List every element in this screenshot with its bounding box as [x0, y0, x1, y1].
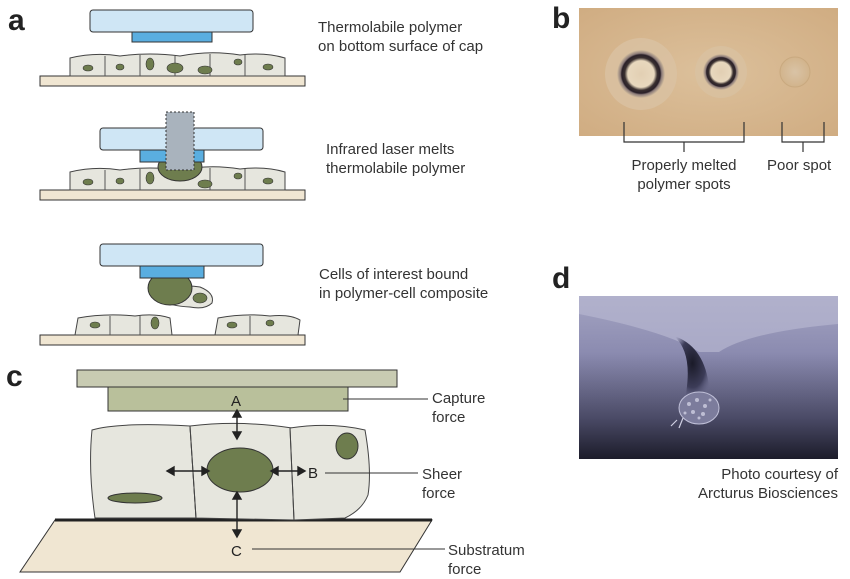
right-nucleus	[335, 432, 359, 460]
step2-caption: Infrared laser melts thermolabile polyme…	[326, 140, 465, 178]
nucleus	[233, 58, 243, 66]
bracket-poor	[781, 122, 825, 143]
panel-b-brackets	[623, 122, 825, 152]
step2-assembly	[39, 111, 306, 201]
step1-caption: Thermolabile polymer on bottom surface o…	[318, 18, 483, 56]
good-spot-2	[703, 54, 739, 90]
central-nucleus	[206, 447, 274, 493]
left-nucleus	[107, 492, 163, 504]
nucleus	[145, 57, 155, 71]
point-a-label: A	[231, 393, 241, 410]
substratum-force-line1: Substratum	[448, 542, 525, 559]
substratum-force-line2: force	[448, 561, 482, 578]
capture-plate-polymer	[107, 386, 349, 412]
step1-assembly	[39, 9, 306, 87]
capture-force-line1: Capture	[432, 390, 486, 407]
step2-caption-line1: Infrared laser melts	[326, 141, 455, 158]
cell-layer-3-right	[214, 314, 301, 336]
nucleus	[265, 319, 275, 327]
nucleus	[166, 62, 184, 74]
nucleus	[82, 178, 94, 186]
panel-b-photo	[579, 8, 838, 136]
captured-nucleus	[192, 292, 208, 304]
nucleus	[82, 64, 94, 72]
label-good-spots: Properly melted polymer spots	[614, 156, 754, 194]
nucleus	[262, 63, 274, 71]
label-poor-spot: Poor spot	[767, 157, 832, 174]
nucleus	[145, 171, 155, 185]
point-c-label: C	[231, 543, 242, 560]
bracket-good	[623, 122, 745, 143]
nucleus	[197, 65, 213, 75]
nucleus	[115, 63, 125, 71]
step3-caption: Cells of interest bound in polymer-cell …	[319, 265, 488, 303]
panel-d-photo	[579, 296, 838, 459]
sheer-force-line2: force	[422, 485, 456, 502]
step1-caption-line1: Thermolabile polymer	[318, 19, 463, 36]
nucleus	[262, 177, 274, 185]
capture-force-line2: force	[432, 409, 466, 426]
nucleus	[233, 172, 243, 180]
sheer-force-line1: Sheer	[422, 466, 463, 483]
step3-caption-line2: in polymer-cell composite	[319, 285, 489, 302]
cap-1	[89, 9, 254, 33]
sem-micrograph-image	[579, 296, 838, 459]
panel-d-caption-line2: Arcturus Biosciences	[697, 485, 838, 502]
nucleus	[89, 321, 101, 329]
step2-caption-line2: thermolabile polymer	[326, 160, 466, 177]
label-good-line1: Properly melted	[631, 157, 737, 174]
nucleus	[115, 177, 125, 185]
step1-caption-line2: on bottom surface of cap	[318, 38, 484, 55]
label-good-line2: polymer spots	[637, 176, 731, 193]
funnel-shape	[674, 336, 711, 404]
laser-beam	[165, 111, 195, 171]
substratum-force-label: Substratum force	[448, 541, 525, 579]
sheer-force-label: Sheer force	[422, 465, 462, 503]
good-spot-1	[617, 50, 665, 98]
step3-assembly	[39, 243, 306, 346]
panel-d-caption: Photo courtesy of Arcturus Biosciences	[640, 465, 838, 503]
polymer-spots-image	[579, 8, 838, 136]
cell-layer-3-left	[74, 314, 173, 336]
panel-d-caption-line1: Photo courtesy of	[721, 466, 838, 483]
panel-letter-d: d	[552, 262, 571, 295]
panel-letter-a: a	[8, 4, 25, 37]
point-b-label: B	[308, 465, 318, 482]
capture-plate-top	[76, 369, 398, 388]
step3-caption-line1: Cells of interest bound	[319, 266, 469, 283]
capture-force-label: Capture force	[432, 389, 485, 427]
panel-c-diagram: A B C	[19, 369, 445, 573]
cap-3	[99, 243, 264, 267]
substrate-slide-3	[39, 334, 306, 346]
substrate-slide-2	[39, 189, 306, 201]
nucleus	[226, 321, 238, 329]
panel-letter-c: c	[6, 360, 23, 393]
nucleus	[150, 316, 160, 330]
panel-letter-b: b	[552, 2, 571, 35]
panel-a-diagram	[39, 9, 306, 346]
poor-spot	[779, 56, 811, 88]
nucleus	[197, 179, 213, 189]
polymer-film-3	[139, 265, 205, 279]
substratum-plane	[19, 519, 433, 573]
